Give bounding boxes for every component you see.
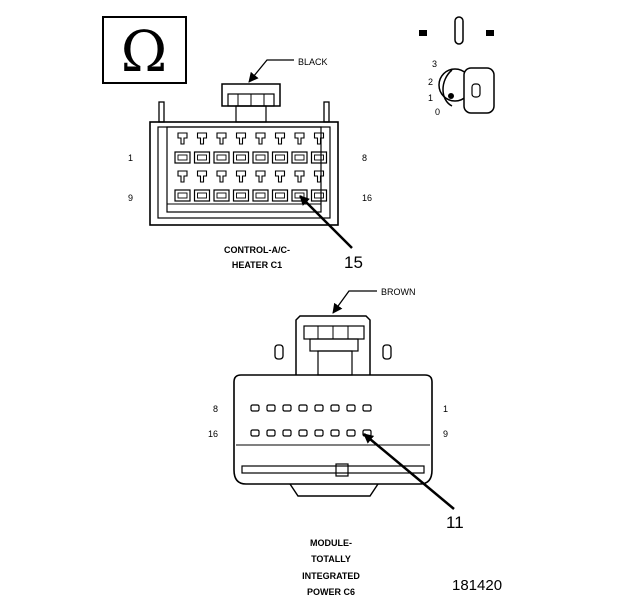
c1-terminal <box>252 170 269 202</box>
c1-terminal <box>213 132 230 164</box>
c1-terminal <box>232 170 250 202</box>
c6-pin-8-label: 8 <box>213 404 218 414</box>
c6-terminal <box>266 404 276 412</box>
c1-color-leader <box>248 59 294 83</box>
c6-left-nub <box>274 344 284 360</box>
c1-terminal <box>271 170 289 202</box>
c1-right-post <box>323 101 330 123</box>
connector-c1: BLACK 1 8 9 16 15 CONTROL-A/C- HEATER C <box>128 57 372 272</box>
c1-callout-arrow <box>299 195 353 249</box>
c6-housing <box>233 374 433 485</box>
c1-terminal <box>252 132 269 164</box>
c1-terminal <box>213 170 230 202</box>
c6-pin-1-label: 1 <box>443 404 448 414</box>
c1-pin-1-label: 1 <box>128 153 133 163</box>
c6-pin-16-label: 16 <box>208 429 218 439</box>
c6-terminal <box>330 429 340 437</box>
c6-name-line4: POWER C6 <box>307 587 355 597</box>
c6-terminal <box>266 429 276 437</box>
c6-color-leader <box>332 290 377 314</box>
c1-name-line2: HEATER C1 <box>232 260 282 270</box>
c1-terminal <box>174 132 191 164</box>
c1-pin-array <box>174 132 328 202</box>
c6-terminal <box>346 429 356 437</box>
ignition-key-icon: 3 2 1 0 <box>419 16 495 117</box>
c6-terminal <box>250 404 260 412</box>
c1-terminal <box>271 132 289 164</box>
c1-pin-9-label: 9 <box>128 193 133 203</box>
c6-terminal <box>282 404 292 412</box>
c6-name-line1: MODULE- <box>310 538 352 548</box>
key-position-1: 1 <box>428 93 433 103</box>
key-position-3: 3 <box>432 59 437 69</box>
c1-color-label: BLACK <box>298 57 328 67</box>
c1-callout-number: 15 <box>344 253 363 272</box>
c6-bottom-lip <box>289 483 379 497</box>
c6-terminal <box>362 404 372 412</box>
c6-terminal <box>298 404 308 412</box>
c6-terminal <box>330 404 340 412</box>
c1-left-post <box>158 101 165 123</box>
key-indicator-left <box>419 30 427 36</box>
c6-pin-9-label: 9 <box>443 429 448 439</box>
c6-terminal <box>314 429 324 437</box>
c1-latch <box>221 83 281 123</box>
key-head <box>463 67 495 114</box>
c1-terminal <box>174 170 191 202</box>
c6-pin-array <box>250 404 372 437</box>
omega-icon: Ω <box>121 20 167 85</box>
c6-color-label: BROWN <box>381 287 416 297</box>
c6-right-nub <box>382 344 392 360</box>
c6-terminal <box>250 429 260 437</box>
c1-terminal <box>193 170 211 202</box>
c1-terminal <box>310 170 328 202</box>
c1-terminal <box>232 132 250 164</box>
c6-terminal <box>346 404 356 412</box>
c6-terminal <box>314 404 324 412</box>
c6-name-line3: INTEGRATED <box>302 571 360 581</box>
connector-c6: BROWN 8 1 16 9 11 MODULE- TOTALLY INTE <box>208 287 464 597</box>
c6-terminal <box>298 429 308 437</box>
c1-pin-16-label: 16 <box>362 193 372 203</box>
ohm-legend: Ω <box>102 16 187 85</box>
c1-terminal <box>310 132 328 164</box>
legend-box <box>102 16 187 84</box>
key-indicator-right <box>486 30 494 36</box>
c1-housing <box>149 121 339 226</box>
c1-terminal <box>193 132 211 164</box>
c1-name-line1: CONTROL-A/C- <box>224 245 290 255</box>
key-position-0: 0 <box>435 107 440 117</box>
c6-latch <box>295 315 371 376</box>
key-position-2: 2 <box>428 77 433 87</box>
c1-terminal <box>291 132 308 164</box>
c6-name-line2: TOTALLY <box>311 554 351 564</box>
c6-callout-arrow <box>363 433 455 510</box>
key-slot-icon <box>454 16 464 45</box>
c6-callout-number: 11 <box>446 513 464 532</box>
figure-id: 181420 <box>452 577 502 594</box>
c1-pin-8-label: 8 <box>362 153 367 163</box>
c6-terminal <box>282 429 292 437</box>
